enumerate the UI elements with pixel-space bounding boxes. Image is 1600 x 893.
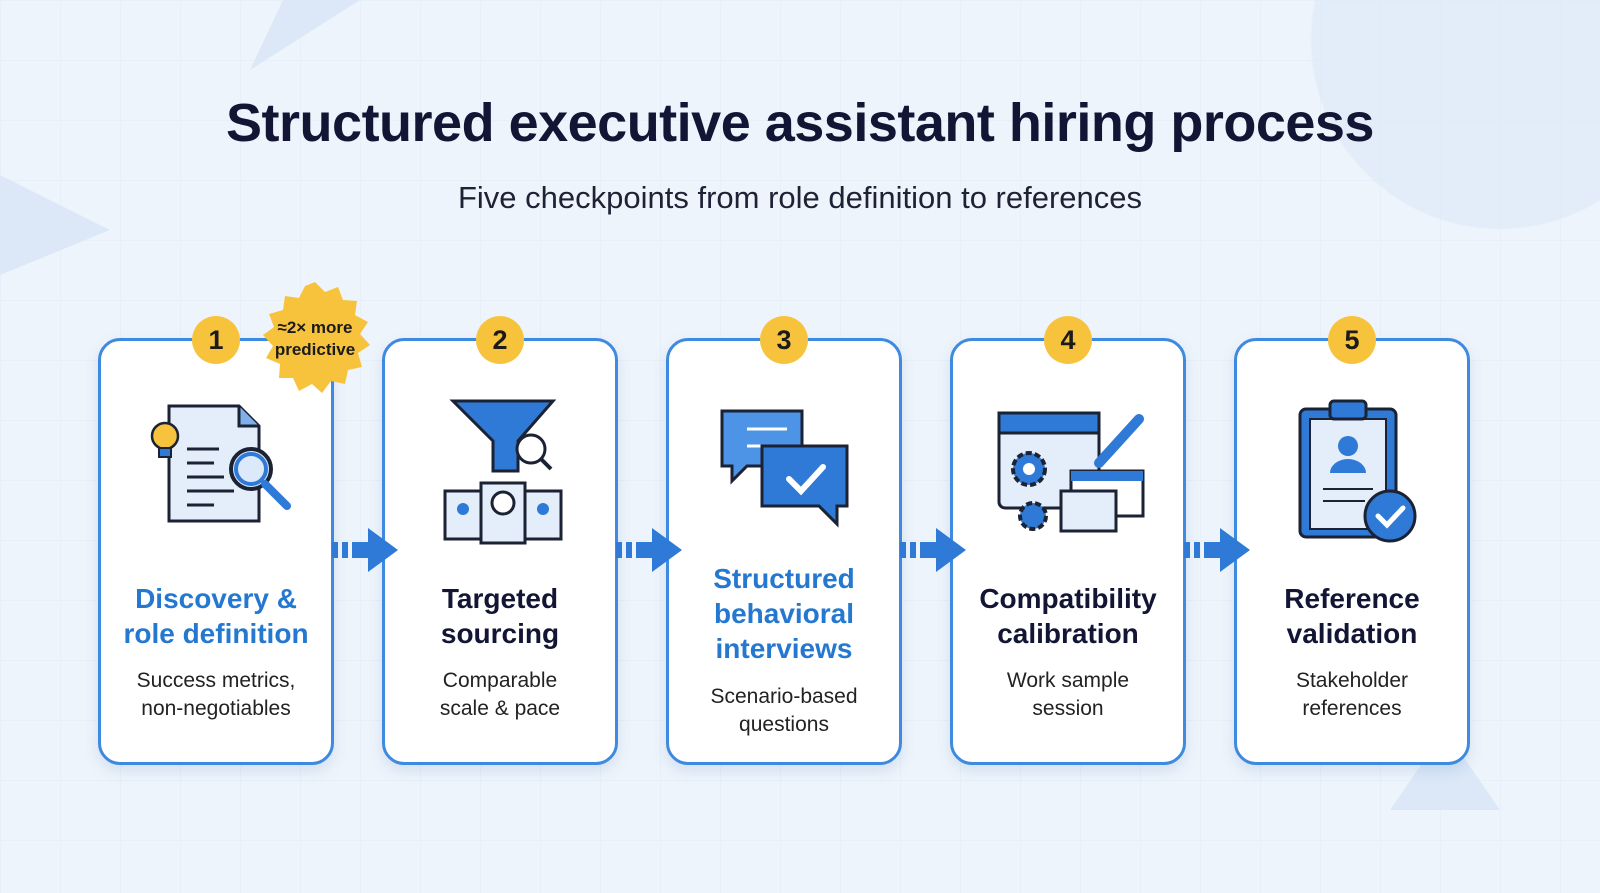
chat-check-icon bbox=[720, 409, 849, 528]
step-number: 4 bbox=[1044, 316, 1092, 364]
calendar-gears-icon bbox=[997, 411, 1145, 533]
badge-burst-icon bbox=[263, 282, 370, 393]
page-subtitle: Five checkpoints from role definition to… bbox=[457, 180, 1143, 215]
step-card-4: 4 Compatibility calibration Work sample … bbox=[950, 316, 1186, 765]
step-description: Stakeholder references bbox=[1295, 669, 1409, 720]
badge-label: ≈2× more predictive bbox=[274, 318, 356, 359]
step-card-3: 3 Structured behavioral interviews Scena… bbox=[666, 316, 902, 765]
step-title: Targeted sourcing bbox=[440, 583, 560, 649]
step-card-1: 1 Discovery & role definition Success me… bbox=[98, 316, 334, 765]
page-title: Structured executive assistant hiring pr… bbox=[226, 93, 1374, 153]
step-description: Success metrics, non-negotiables bbox=[136, 669, 296, 720]
predictive-badge: ≈2× more predictive bbox=[258, 282, 372, 396]
step-title: Compatibility calibration bbox=[979, 583, 1157, 649]
step-description: Scenario-based questions bbox=[710, 685, 858, 736]
step-number: 1 bbox=[192, 316, 240, 364]
arrow-right-icon bbox=[900, 528, 966, 572]
arrow-right-icon bbox=[332, 528, 398, 572]
arrow-right-icon bbox=[1184, 528, 1250, 572]
step-card-5: 5 Reference validation Stakeholder refer… bbox=[1234, 316, 1470, 765]
arrow-right-icon bbox=[616, 528, 682, 572]
step-title: Structured behavioral interviews bbox=[713, 563, 855, 664]
step-number: 5 bbox=[1328, 316, 1376, 364]
step-number: 3 bbox=[760, 316, 808, 364]
step-description: Comparable scale & pace bbox=[439, 669, 561, 720]
step-title: Reference validation bbox=[1284, 583, 1420, 649]
funnel-candidates-icon bbox=[443, 399, 563, 545]
step-number: 2 bbox=[476, 316, 524, 364]
decor-circle bbox=[1310, 0, 1600, 240]
step-description: Work sample session bbox=[1006, 669, 1130, 720]
step-card-2: 2 Targeted sourcing Comparable scale & p… bbox=[382, 316, 618, 765]
document-search-icon bbox=[150, 404, 291, 523]
clipboard-check-icon bbox=[1298, 399, 1417, 543]
step-title: Discovery & role definition bbox=[123, 583, 309, 649]
